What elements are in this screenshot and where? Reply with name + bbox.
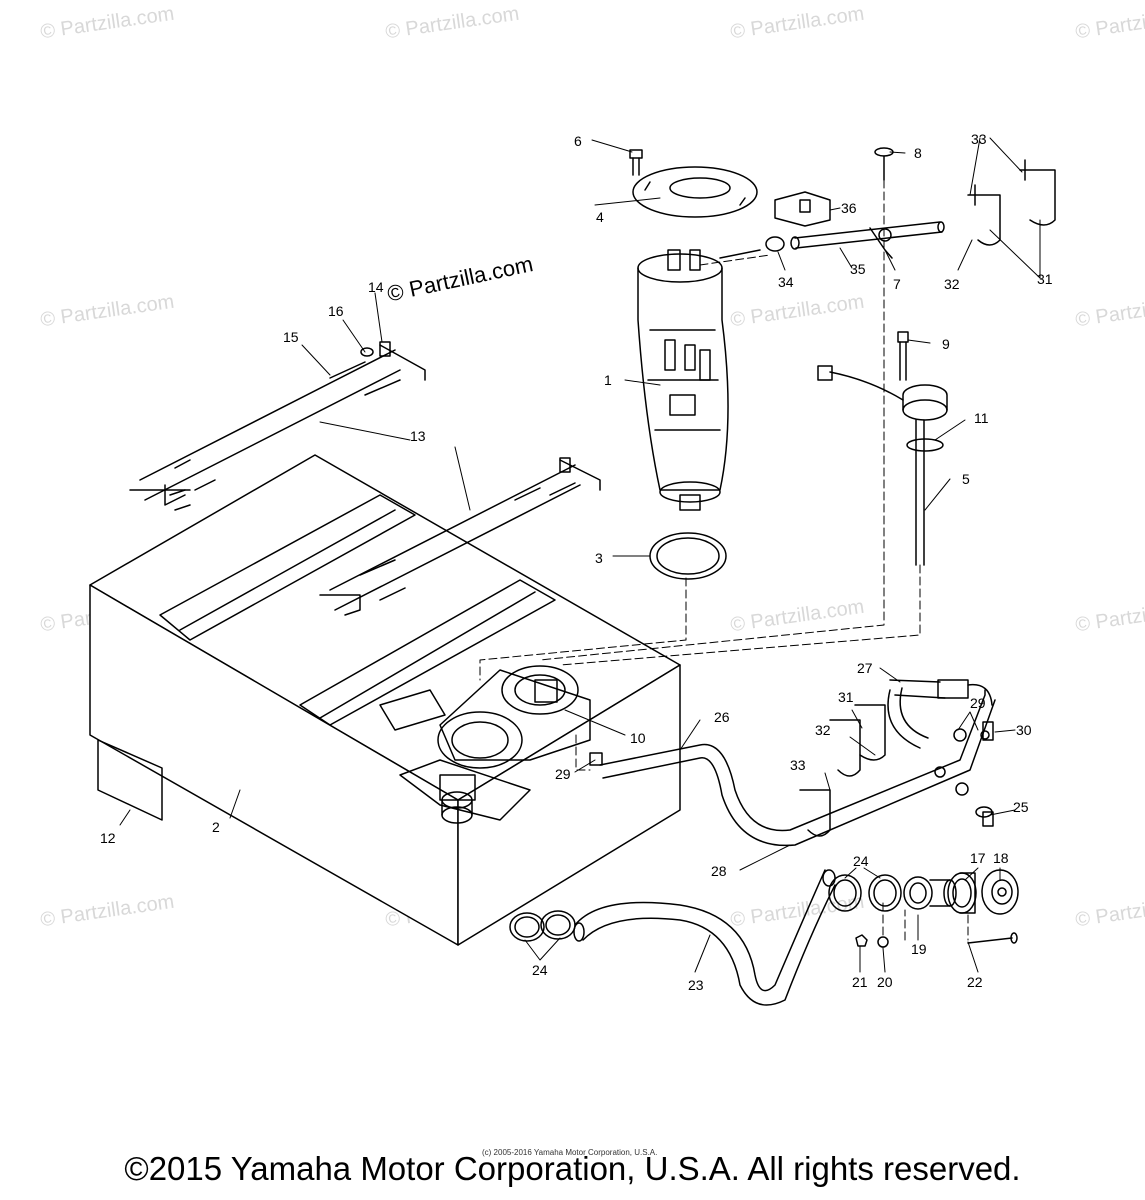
callout: 5	[962, 471, 970, 487]
callout: 3	[595, 550, 603, 566]
bolt-6	[629, 149, 643, 176]
callout: 16	[328, 303, 344, 319]
callout: 20	[877, 974, 893, 990]
bolt-9	[897, 331, 909, 381]
fitting-34	[765, 236, 785, 252]
label-sticker	[97, 739, 163, 821]
callout: 29	[555, 766, 571, 782]
callout: 23	[688, 977, 704, 993]
hose-clamp-lower	[799, 704, 886, 837]
callout: 12	[100, 830, 116, 846]
callout: 34	[778, 274, 794, 290]
callout: 9	[942, 336, 950, 352]
fuel-return-pipe	[790, 221, 945, 259]
gasket-11	[906, 438, 944, 452]
callout: 2	[212, 819, 220, 835]
plug-25	[975, 806, 994, 827]
callout: 4	[596, 209, 604, 225]
filler-hose	[573, 869, 836, 1006]
callout: 33	[971, 131, 987, 147]
filler-neck-17	[947, 872, 977, 914]
callout: 26	[714, 709, 730, 725]
callout: 15	[283, 329, 299, 345]
callout: 35	[850, 261, 866, 277]
callout: 11	[974, 410, 989, 426]
hose-clamp-24	[509, 874, 902, 942]
screw-22	[967, 932, 1018, 944]
callout: 19	[911, 941, 927, 957]
callout: 30	[1016, 722, 1032, 738]
callout: 6	[574, 133, 582, 149]
callout: 32	[944, 276, 960, 292]
callout: 14	[368, 279, 384, 295]
callout: 10	[630, 730, 646, 746]
small-copyright-note: (c) 2005-2016 Yamaha Motor Corporation, …	[482, 1148, 658, 1157]
callout: 28	[711, 863, 727, 879]
filler-neck-gasket-19	[903, 876, 957, 910]
tank-strap-left	[129, 341, 426, 511]
copyright-footer: ©2015 Yamaha Motor Corporation, U.S.A. A…	[124, 1150, 1021, 1187]
callout: 1	[604, 372, 612, 388]
gasket-ring	[649, 532, 727, 580]
callout: 24	[853, 853, 869, 869]
callout: 29	[970, 695, 986, 711]
callout: 31	[838, 689, 854, 705]
callout: 7	[893, 276, 901, 292]
fuel-tank	[89, 454, 681, 946]
check-valve-30	[982, 721, 994, 741]
tank-strap-right	[319, 457, 601, 616]
hose-clamp-upper	[967, 159, 1056, 246]
bolt-15	[174, 361, 576, 601]
fuel-pump	[637, 249, 761, 511]
callout: 8	[914, 145, 922, 161]
callout: 33	[790, 757, 806, 773]
washer-20	[877, 936, 889, 948]
callout: 17	[970, 850, 986, 866]
pump-flange-plate	[632, 166, 758, 218]
callout: 24	[532, 962, 548, 978]
nut-21	[855, 934, 868, 947]
callout: 25	[1013, 799, 1029, 815]
callout: 36	[841, 200, 857, 216]
callout: 31	[1037, 271, 1053, 287]
clip-36	[774, 191, 831, 227]
breather-hose	[599, 679, 996, 847]
fuel-level-sender	[817, 365, 948, 566]
callout-labels: 1 2 3 4 5 6 7 8 9 10 11 12 13 14 15 16 1…	[100, 131, 1053, 993]
callout: 18	[993, 850, 1009, 866]
alignment-lines	[479, 179, 969, 941]
callout: 21	[852, 974, 868, 990]
clamp-29	[589, 728, 967, 766]
bolt-8	[874, 147, 894, 181]
washer-16	[360, 347, 374, 357]
callout: 13	[410, 428, 426, 444]
callout: 22	[967, 974, 983, 990]
callout: 27	[857, 660, 873, 676]
callout: 32	[815, 722, 831, 738]
